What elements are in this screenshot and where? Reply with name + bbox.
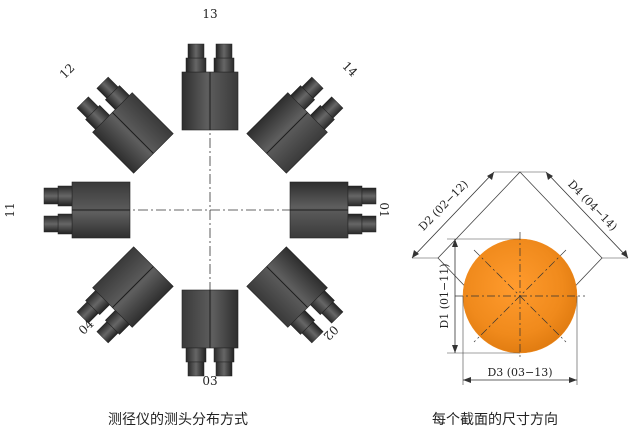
probe-11 (43, 181, 131, 239)
probe-label-03: 03 (202, 374, 217, 388)
probe-01 (289, 181, 377, 239)
probe-13 (181, 43, 239, 131)
probe-label-12: 12 (57, 61, 78, 82)
probe-12 (72, 72, 174, 174)
probe-label-14: 14 (339, 59, 360, 80)
d4-label: D4 (04−14) (565, 178, 620, 234)
d1-label: D1 (01−11) (438, 263, 451, 328)
probe-layout-caption: 测径仪的测头分布方式 (108, 412, 248, 428)
probe-label-04: 04 (76, 317, 97, 338)
d3-label: D3 (03−13) (487, 366, 552, 379)
probe-label-13: 13 (202, 7, 217, 21)
d1-dimension: D1 (01−11) (438, 238, 520, 354)
section-dimension-caption: 每个截面的尺寸方向 (432, 412, 558, 428)
d3-dimension: D3 (03−13) (462, 296, 578, 385)
cross-section-diagram: D1 (01−11) D3 (03−13) D2 (02−12) (411, 171, 629, 385)
probe-label-11: 11 (3, 202, 17, 217)
probe-layout-diagram: 13 14 01 02 03 04 11 12 (3, 7, 391, 388)
probe-label-01: 01 (377, 202, 391, 217)
probe-label-02: 02 (320, 322, 341, 343)
probe-14 (246, 72, 348, 174)
probe-03 (181, 289, 239, 377)
section-diag2-line (473, 249, 567, 343)
